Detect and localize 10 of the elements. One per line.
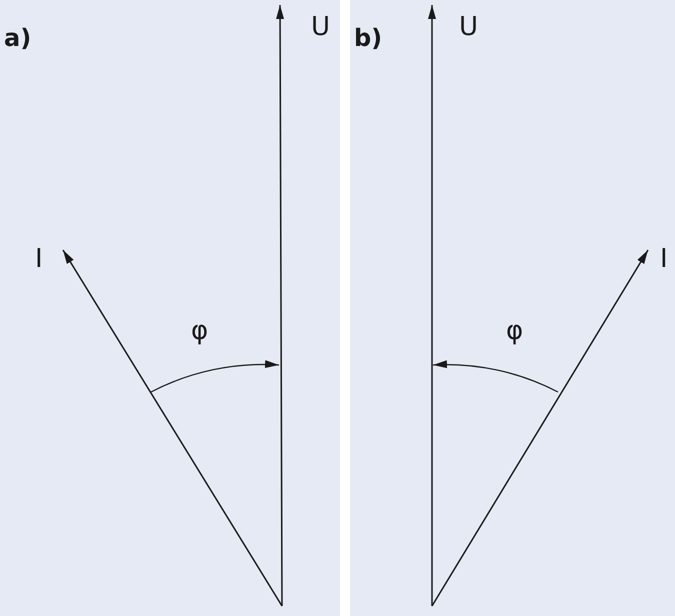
diagram-panel xyxy=(350,0,675,616)
phasor-symbol: φ xyxy=(191,318,208,344)
phasor-symbol: U xyxy=(311,14,330,40)
panel-label: b) xyxy=(354,26,382,50)
phasor-symbol: I xyxy=(35,246,43,272)
phasor-symbol: U xyxy=(459,14,478,40)
phasor-symbol: I xyxy=(660,246,668,272)
panel-label: a) xyxy=(4,26,32,50)
diagram-panel xyxy=(0,0,340,616)
phasor-symbol: φ xyxy=(506,318,524,344)
